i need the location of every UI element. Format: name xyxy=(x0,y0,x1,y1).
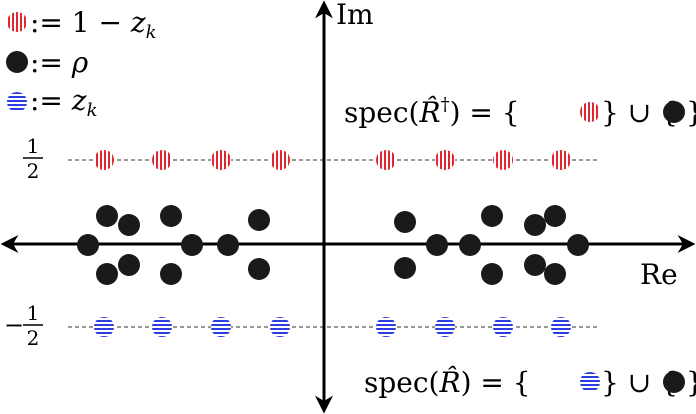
black-point xyxy=(96,205,118,227)
red-point xyxy=(493,150,513,170)
black-point xyxy=(394,257,416,279)
black-point xyxy=(118,254,140,276)
black-point xyxy=(248,258,270,280)
spec-r-formula: spec(R̂) = { } ∪ { } xyxy=(364,366,696,399)
blue-swatch-icon xyxy=(580,372,600,392)
blue-point xyxy=(493,317,513,337)
black-point xyxy=(524,254,546,276)
red-point xyxy=(551,150,571,170)
legend-black-entry: := ρ xyxy=(6,46,89,79)
svg-text:1: 1 xyxy=(27,134,40,158)
lower-half-label: − 1 2 xyxy=(4,301,43,350)
blue-point xyxy=(376,317,396,337)
black-point xyxy=(426,234,448,256)
black-point xyxy=(248,209,270,231)
svg-text:2: 2 xyxy=(27,326,40,350)
blue-point xyxy=(435,317,455,337)
black-point xyxy=(544,205,566,227)
red-swatch-icon xyxy=(580,102,600,122)
red-point xyxy=(94,150,114,170)
real-axis-label: Re xyxy=(640,258,678,291)
svg-text::= zk: := zk xyxy=(30,84,97,121)
blue-points xyxy=(94,317,571,337)
red-point xyxy=(435,150,455,170)
black-point xyxy=(77,234,99,256)
blue-point xyxy=(152,317,172,337)
black-point xyxy=(160,263,182,285)
svg-text::= 1 − zk: := 1 − zk xyxy=(30,6,157,43)
black-point xyxy=(481,205,503,227)
svg-text:}: } xyxy=(686,366,696,399)
blue-point xyxy=(211,317,231,337)
red-point xyxy=(211,150,231,170)
imag-axis-label: Im xyxy=(336,0,374,31)
red-point xyxy=(376,150,396,170)
black-swatch-icon xyxy=(663,101,685,123)
svg-text:1: 1 xyxy=(27,301,40,325)
black-point xyxy=(459,234,481,256)
svg-text:spec(R̂) = {: spec(R̂) = { xyxy=(364,366,531,399)
black-point xyxy=(524,214,546,236)
svg-text:2: 2 xyxy=(27,159,40,183)
svg-text:−: − xyxy=(4,311,24,339)
legend: := 1 − zk := ρ := zk xyxy=(6,6,157,121)
black-point xyxy=(481,263,503,285)
svg-text:}: } xyxy=(686,96,696,129)
black-point xyxy=(118,214,140,236)
legend-blue-entry: := zk xyxy=(7,84,97,121)
svg-text:spec(R̂†) = {: spec(R̂†) = { xyxy=(344,94,520,129)
upper-half-label: 1 2 xyxy=(23,134,43,183)
spec-r-dagger-formula: spec(R̂†) = { } ∪ { } xyxy=(344,94,696,129)
black-point xyxy=(567,234,589,256)
black-swatch-icon xyxy=(6,51,28,73)
legend-red-entry: := 1 − zk xyxy=(7,6,157,43)
black-swatch-icon xyxy=(663,371,685,393)
black-point xyxy=(96,263,118,285)
black-point xyxy=(160,205,182,227)
blue-point xyxy=(551,317,571,337)
red-swatch-icon xyxy=(7,12,27,32)
black-points xyxy=(77,205,589,285)
red-point xyxy=(152,150,172,170)
red-point xyxy=(270,150,290,170)
black-point xyxy=(394,211,416,233)
red-points xyxy=(94,150,571,170)
black-point xyxy=(544,263,566,285)
blue-swatch-icon xyxy=(7,92,27,112)
blue-point xyxy=(94,317,114,337)
blue-point xyxy=(270,317,290,337)
black-point xyxy=(217,234,239,256)
black-point xyxy=(181,234,203,256)
svg-text::= ρ: := ρ xyxy=(30,46,89,79)
